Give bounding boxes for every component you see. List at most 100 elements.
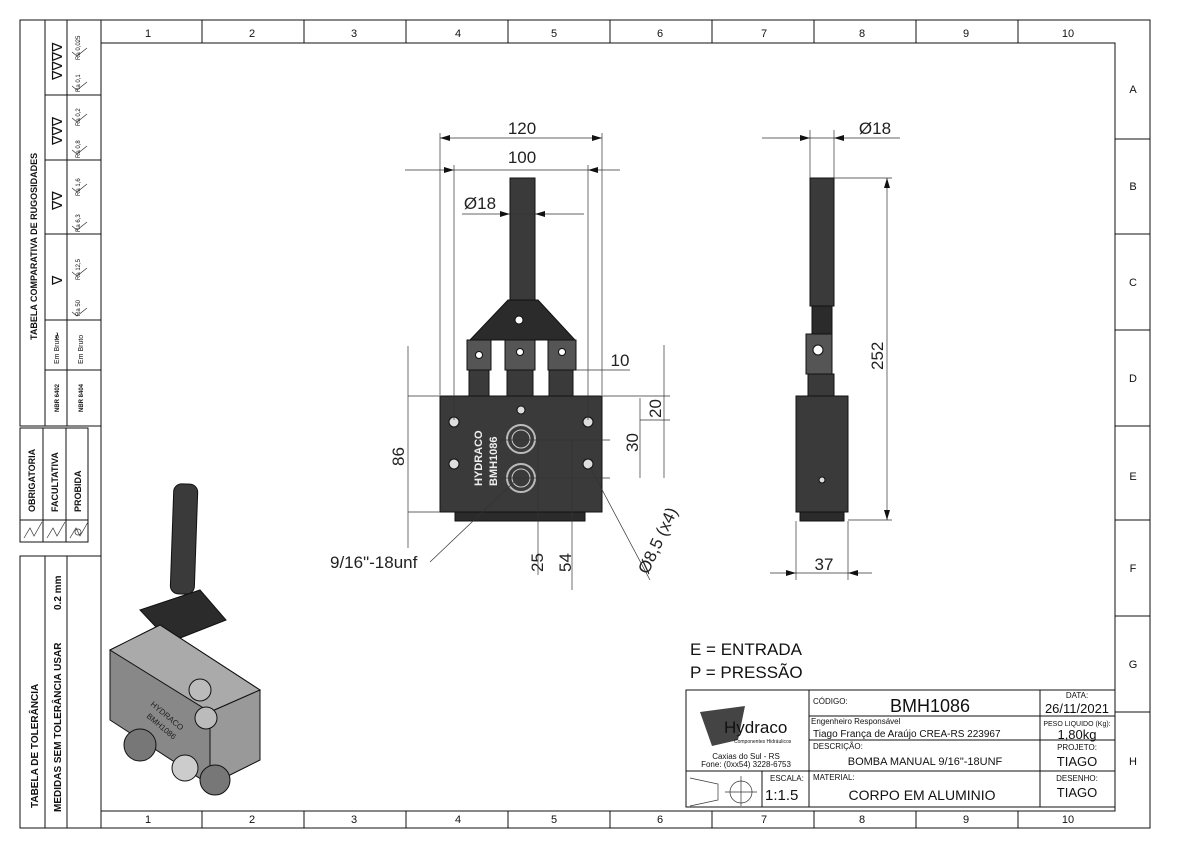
- check-mark-icon: [71, 145, 88, 155]
- column-numbers: 1 2 3 4 5 6 7 8 9 10 1 2 3 4 5 6 7 8 9 1…: [145, 28, 1074, 826]
- engraving-brand: HYDRACO: [473, 430, 485, 486]
- piston-rod: [548, 369, 574, 397]
- col-number: 5: [551, 814, 557, 826]
- row-letter: D: [1129, 373, 1137, 385]
- optional-surface-icon: [46, 521, 66, 539]
- isometric-view: HYDRACO BMH1086: [108, 483, 262, 796]
- roughness-table: TABELA COMPARATIVA DE RUGOSIDADES NBR 64…: [19, 19, 102, 427]
- material-value: CORPO EM ALUMINIO: [848, 787, 995, 803]
- material-label: MATERIAL:: [813, 773, 855, 782]
- peso-value: 1,80kg: [1057, 727, 1096, 742]
- tolerance-subtitle: MEDIDAS SEM TOLERÂNCIA USAR: [51, 642, 64, 812]
- col-number: 3: [351, 814, 357, 826]
- side-view: Ø18 252 37: [762, 119, 900, 580]
- col-number: 5: [551, 28, 557, 40]
- col-number: 1: [145, 814, 151, 826]
- company-address: Caxias do Sul - RS: [712, 752, 780, 761]
- row-letter: F: [1130, 563, 1137, 575]
- norm-label: NBR 8404: [79, 383, 85, 412]
- drawing-frame: [100, 19, 1151, 829]
- row-letter: E: [1129, 471, 1136, 483]
- col-number: 8: [859, 28, 865, 40]
- row-letter: C: [1129, 277, 1137, 289]
- roughness-cell: Ra 1,6: [76, 178, 82, 196]
- port-notes: E = ENTRADA P = PRESSÃO: [690, 640, 803, 682]
- data-value: 26/11/2021: [1045, 701, 1109, 716]
- dim-diameter-8-5: Ø8,5 (x4): [634, 504, 681, 576]
- handle-rod: [509, 177, 536, 309]
- dim-20: 20: [646, 399, 665, 418]
- engraving-code: BMH1086: [488, 436, 500, 486]
- pin-hole-icon: [812, 344, 824, 356]
- check-mark-icon: [71, 183, 88, 193]
- row-letter: B: [1129, 181, 1136, 193]
- escala-value: 1:1.5: [765, 787, 798, 804]
- legend-item: PROBIDA: [73, 470, 83, 512]
- escala-label: ESCALA:: [770, 774, 804, 783]
- col-number: 9: [963, 814, 969, 826]
- dim-37: 37: [815, 555, 834, 574]
- row-letter: H: [1129, 756, 1137, 768]
- engenheiro-value: Tiago França de Araújo CREA-RS 223967: [813, 729, 1001, 740]
- front-view: HYDRACO BMH1086 120 100 Ø18 10 20 30: [330, 119, 682, 590]
- dim-252: 252: [868, 342, 887, 370]
- check-mark-icon: [71, 221, 88, 231]
- col-number: 6: [657, 814, 663, 826]
- hydraco-logo-icon: [700, 706, 745, 746]
- note-entrada: E = ENTRADA: [690, 640, 803, 659]
- roughness-cell: ∇∇: [49, 191, 65, 211]
- col-number: 2: [249, 814, 255, 826]
- pin-hole-icon: [514, 315, 524, 325]
- col-number: 4: [455, 28, 461, 40]
- dim-120: 120: [508, 119, 536, 138]
- tolerance-title: TABELA DE TOLERÂNCIA: [28, 684, 41, 808]
- dim-86: 86: [389, 447, 408, 466]
- roughness-cell: Ra 0,025: [76, 35, 82, 60]
- roughness-cell: Em Bruto: [78, 335, 85, 364]
- descricao-label: DESCRIÇÃO:: [813, 742, 863, 751]
- dim-25: 25: [528, 553, 547, 572]
- port-p-icon: [506, 424, 536, 454]
- prohibited-circle-icon: [74, 528, 82, 536]
- col-number: 2: [249, 28, 255, 40]
- dim-diameter-18-side: Ø18: [859, 119, 891, 138]
- roughness-cell: ∇∇∇∇: [49, 42, 65, 81]
- col-number: 10: [1062, 814, 1074, 826]
- desenho-value: TIAGO: [1057, 785, 1097, 800]
- legend-item: OBRIGATORIA: [27, 448, 37, 512]
- bottom-fittings: [454, 511, 586, 522]
- side-bottom-fitting: [799, 511, 845, 522]
- required-surface-icon: [23, 521, 43, 539]
- col-number: 7: [761, 28, 767, 40]
- pin-hole-icon: [558, 348, 566, 356]
- dim-54: 54: [556, 553, 575, 572]
- check-mark-icon: [71, 307, 88, 317]
- roughness-cell: ∇: [49, 275, 65, 286]
- col-number: 9: [963, 28, 969, 40]
- small-hole-icon: [818, 476, 826, 484]
- mount-hole-icon: [582, 458, 594, 470]
- roughness-cell: Em Bruto: [54, 335, 61, 364]
- company-phone: Fone: (0xx54) 3228-6753: [701, 760, 791, 769]
- pin-hole-icon: [475, 351, 483, 359]
- roughness-title: TABELA COMPARATIVA DE RUGOSIDADES: [29, 153, 39, 340]
- piston-rod: [468, 369, 490, 397]
- iso-fitting-icon: [171, 754, 199, 782]
- iso-side-face: [209, 689, 261, 786]
- projeto-value: TIAGO: [1057, 754, 1097, 769]
- iso-port-icon: [194, 706, 218, 730]
- roughness-cell: Ra 0,1: [76, 74, 82, 92]
- descricao-value: BOMBA MANUAL 9/16"-18UNF: [848, 756, 1003, 768]
- col-number: 10: [1062, 28, 1074, 40]
- small-hole-icon: [516, 405, 526, 415]
- side-lever: [811, 305, 833, 335]
- projection-symbol-icon: [689, 776, 757, 807]
- desenho-label: DESENHO:: [1056, 774, 1098, 783]
- tolerance-table: TABELA DE TOLERÂNCIA MEDIDAS SEM TOLERÂN…: [19, 555, 102, 829]
- codigo-label: CÓDIGO:: [813, 697, 848, 706]
- legend-item: FACULTATIVA: [50, 452, 60, 512]
- check-mark-icon: [71, 267, 88, 277]
- roughness-cell: Ra 6,3: [76, 214, 82, 232]
- iso-port-icon: [188, 678, 212, 702]
